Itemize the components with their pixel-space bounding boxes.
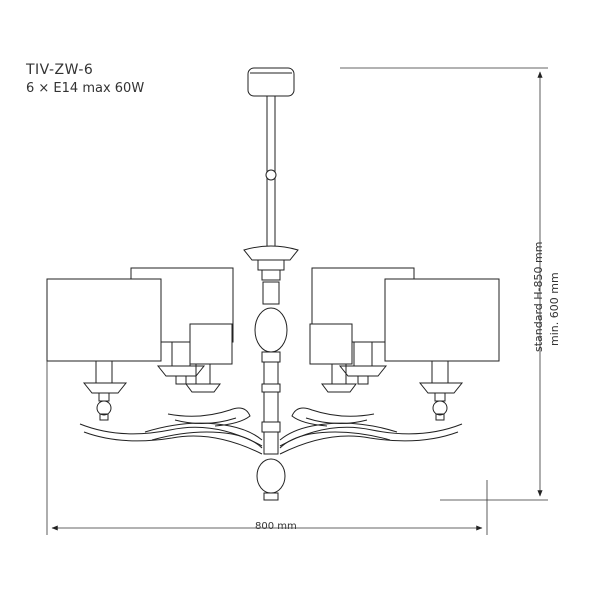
- suspension-rod: [265, 96, 277, 246]
- product-spec: 6 × E14 max 60W: [26, 81, 145, 96]
- height-standard-label: standard H-850 mm: [532, 241, 545, 352]
- arms-right: [279, 407, 463, 455]
- candle-holder-inner-right: [309, 323, 388, 393]
- arms-left: [79, 407, 263, 455]
- lampshade-front-right: [384, 278, 500, 362]
- width-dimension-label: 800 mm: [255, 521, 297, 532]
- height-min-label: min. 600 mm: [548, 272, 561, 346]
- candle-holder-outer-left: [82, 360, 128, 421]
- ceiling-canopy: [247, 67, 295, 97]
- candle-holder-inner-left: [156, 323, 233, 393]
- candle-holder-outer-right: [418, 360, 464, 421]
- width-dimension: [46, 361, 488, 535]
- lampshade-front-left: [46, 278, 162, 362]
- central-column: [243, 245, 299, 501]
- product-model: TIV-ZW-6: [26, 62, 94, 78]
- height-dimension: [340, 67, 548, 501]
